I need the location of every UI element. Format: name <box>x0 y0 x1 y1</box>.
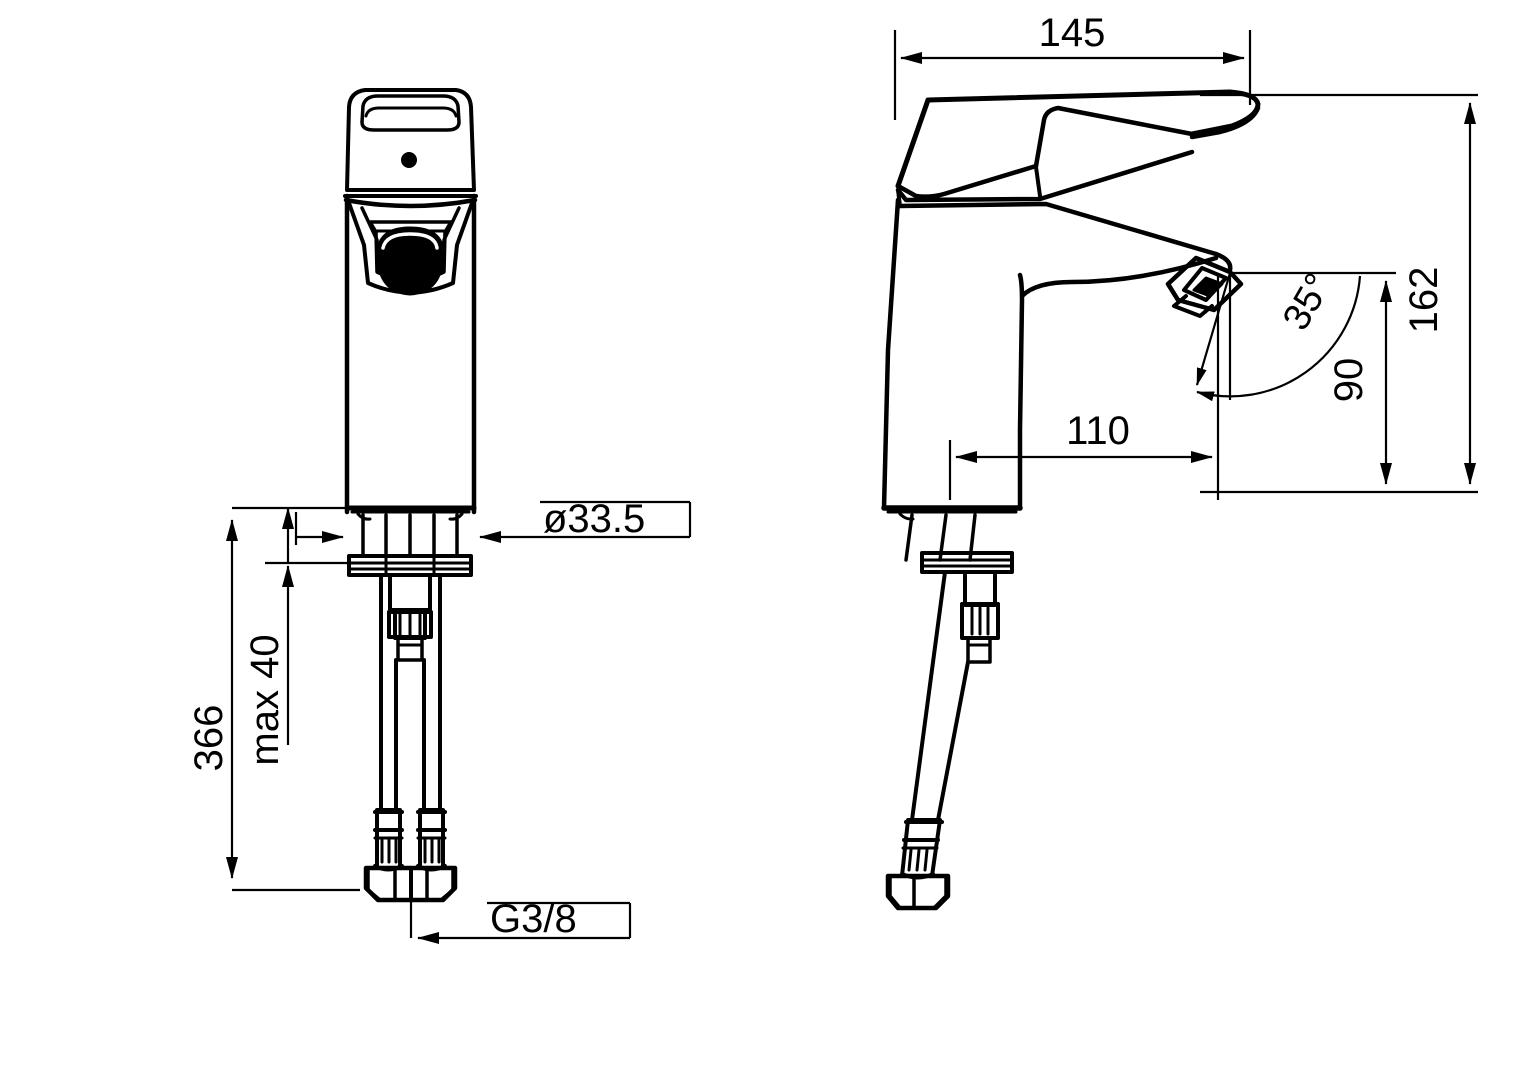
aerator-highlight <box>381 232 439 250</box>
side-mounting-washer <box>920 551 1014 574</box>
side-shank-stub <box>966 636 992 664</box>
side-hex-facet-left <box>888 876 902 910</box>
fixing-nut <box>387 610 433 639</box>
aerator-opening <box>1192 276 1224 298</box>
aerator-lower-face <box>1172 294 1214 318</box>
dimension-label-g38: G3/8 <box>490 897 577 941</box>
side-view-dimensions <box>893 30 1478 500</box>
side-hose-left-edge <box>910 570 947 822</box>
side-hose-right-edge <box>936 660 970 822</box>
body-top-edge <box>895 149 1195 203</box>
aerator-face <box>1182 266 1228 302</box>
spout-tip-upper <box>1213 251 1233 273</box>
tail-shoulder-left <box>356 512 372 521</box>
lever-bottom-edge <box>1189 105 1261 140</box>
side-ferrule-flute-1 <box>907 848 913 872</box>
side-hex-facet-right <box>932 876 948 910</box>
front-view-geometry <box>343 88 478 903</box>
side-threaded-shank <box>963 570 997 607</box>
body-rear-edge <box>881 197 901 511</box>
angle-arc <box>1196 275 1362 402</box>
dimension-label-35deg: 35° <box>1275 267 1340 338</box>
side-tail-1 <box>904 513 914 562</box>
lever-underside-rear <box>895 163 1039 199</box>
lever-rear-edge <box>895 97 931 189</box>
dimension-label-145: 145 <box>1039 11 1106 55</box>
collar-top-curve <box>343 197 478 209</box>
lever-handle-recess-inner <box>364 106 458 118</box>
dimension-label-110: 110 <box>1066 409 1130 453</box>
spout-upper-surface <box>897 201 1219 257</box>
side-tail-shoulder <box>898 512 915 521</box>
lever-handle-body <box>345 88 476 192</box>
aerator-outlet <box>376 226 445 296</box>
side-view-geometry <box>881 89 1261 911</box>
mounting-washer <box>347 554 473 577</box>
indicator-dot <box>401 152 417 168</box>
side-fixing-nut <box>960 602 1000 640</box>
threaded-shank <box>388 573 432 612</box>
dimension-label-366: 366 <box>187 705 231 772</box>
dimension-label-max40: max 40 <box>243 634 287 765</box>
lever-neck <box>1033 105 1195 169</box>
dimension-label-162: 162 <box>1402 267 1446 334</box>
side-ferrule-flute-3 <box>923 848 929 872</box>
dimension-label-90: 90 <box>1327 358 1371 403</box>
body-front-edge <box>1017 272 1025 511</box>
lever-handle-recess <box>360 94 461 132</box>
angle-leader-line <box>1195 272 1232 386</box>
front-view-dimensions <box>226 500 692 944</box>
hex-nut-right-facet <box>439 868 455 902</box>
side-ferrule-flute-2 <box>915 848 921 872</box>
dimension-label-dia335: ø33.5 <box>543 497 645 541</box>
shank-stub <box>396 636 424 662</box>
tail-shoulder-right <box>448 512 464 521</box>
hex-nut-left-facet <box>366 868 382 902</box>
spout-underside <box>1019 255 1219 299</box>
lever-neck-front <box>1034 165 1042 198</box>
